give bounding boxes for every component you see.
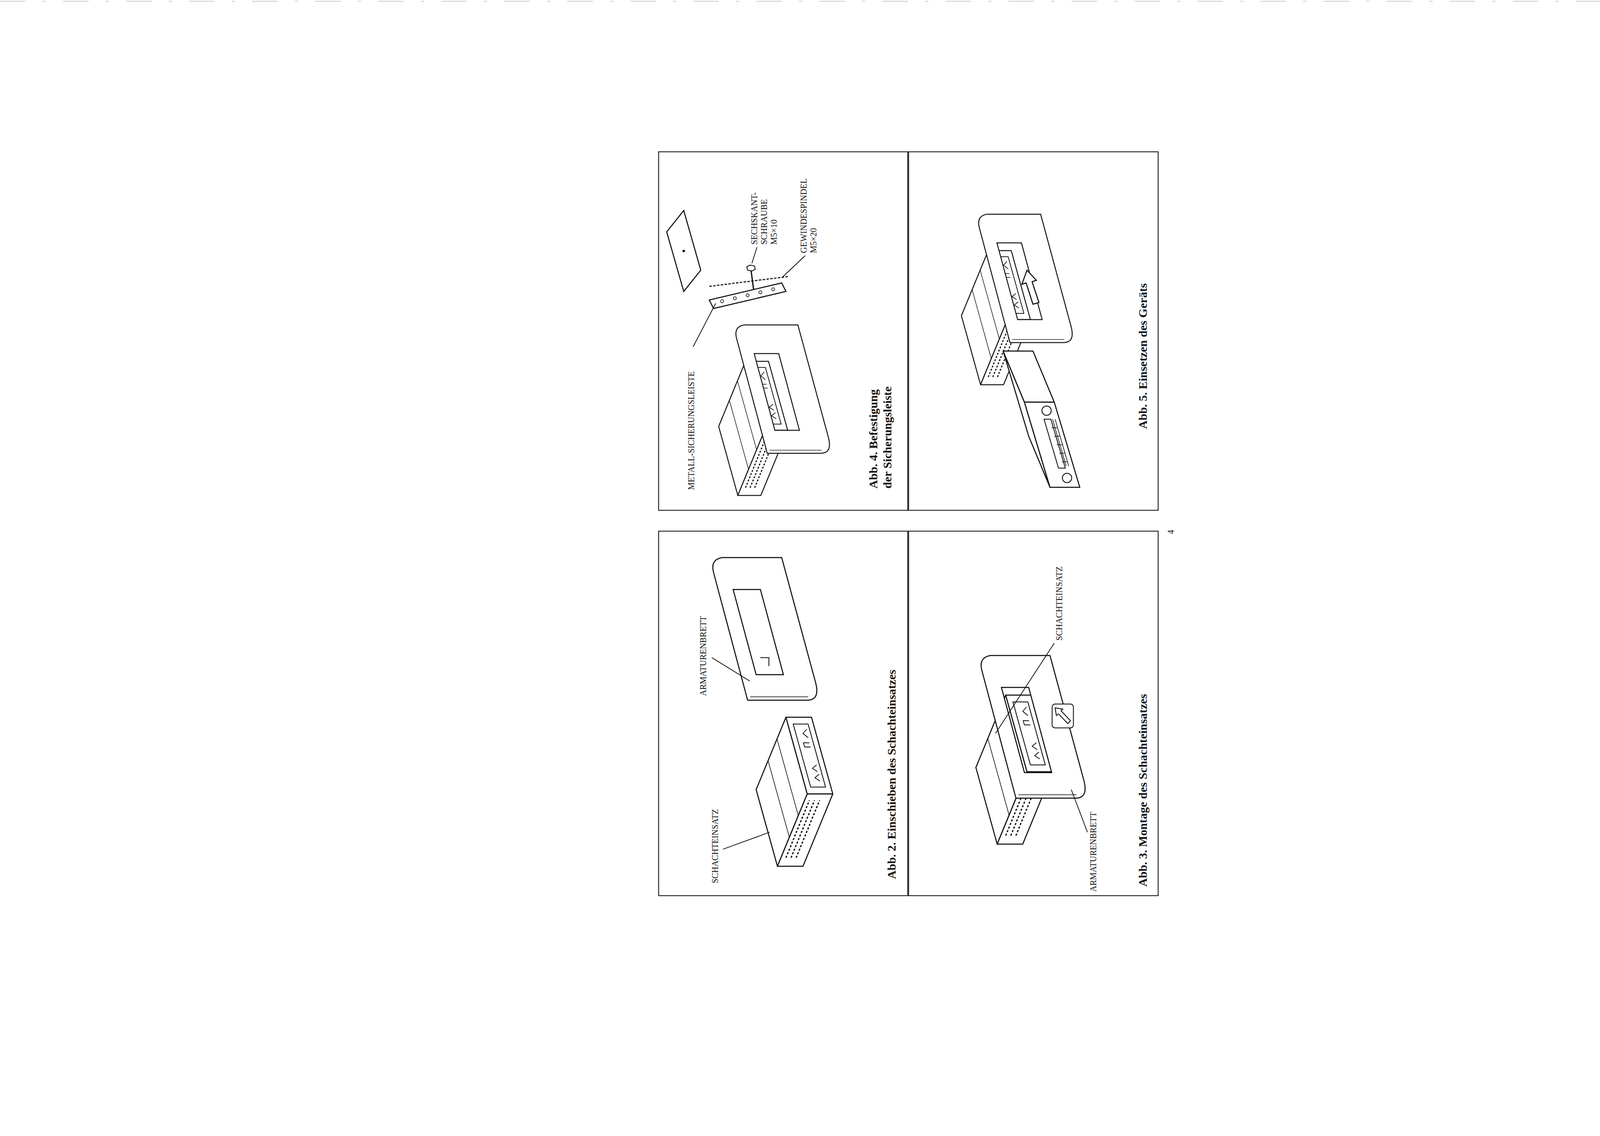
leader-line [995, 643, 1055, 734]
part-label: ARMATURENBRETT [1088, 812, 1099, 893]
leader-line [1071, 789, 1088, 833]
radio-unit [1003, 351, 1081, 488]
illustrations [658, 151, 1187, 897]
hex-screw [751, 270, 754, 290]
figure-caption: Abb. 3. Montage des Schachteinsatzes [1135, 694, 1151, 888]
rotated-page: Abb. 2. Einschieben des Schachteinsatzes… [658, 151, 1187, 897]
part-label: SCHACHTEINSATZ [1054, 566, 1065, 641]
metal-strip [709, 283, 787, 309]
figure-caption: Abb. 4. Befestigung der Sicherungsleiste [865, 369, 895, 489]
strip-holes [720, 287, 775, 303]
dashboard [981, 655, 1086, 799]
figure-panel: Abb. 4. Befestigung der Sicherungsleiste [658, 151, 909, 512]
arrow-icon [1055, 708, 1071, 724]
insert-arrow [1022, 270, 1040, 305]
connectors [658, 151, 1187, 897]
figure-panel: Abb. 2. Einschieben des Schachteinsatzes [658, 531, 909, 897]
threaded-spindle [709, 276, 789, 287]
hex-screw-head [746, 265, 756, 272]
leader-line [712, 657, 750, 682]
leader-line [781, 255, 806, 279]
dashboard [735, 324, 830, 454]
leader-line [752, 247, 758, 264]
dashboard [978, 214, 1073, 343]
scan-streak [0, 0, 1600, 2]
part-label: GEWINDESPINDEL M5×20 [798, 168, 819, 254]
dashboard-notch [760, 657, 770, 667]
mounting-plate [666, 210, 701, 292]
plate-hole [682, 249, 686, 253]
arrow-icon-box [1052, 704, 1074, 729]
sleeve [756, 717, 834, 867]
figure-caption: Abb. 5. Einsetzen des Geräts [1135, 283, 1151, 429]
dashboard [712, 557, 817, 701]
leader-line [723, 832, 770, 850]
page-number: 4 [1166, 530, 1176, 535]
figure-panel: Abb. 5. Einsetzen des Geräts [908, 151, 1159, 512]
part-label: SCHACHTEINSATZ [710, 809, 721, 884]
part-label: ARMATURENBRETT [698, 616, 709, 697]
leader-line [693, 303, 716, 348]
part-label: SECHSKANT-SCHRAUBE M5×10 [749, 180, 779, 245]
part-label: METALL-SICHERUNGSLEISTE [686, 371, 697, 490]
scan-edge [0, 0, 1600, 9]
figure-panel: Abb. 3. Montage des Schachteinsatzes [908, 531, 1159, 897]
figure-caption: Abb. 2. Einschieben des Schachteinsatzes [884, 669, 900, 880]
